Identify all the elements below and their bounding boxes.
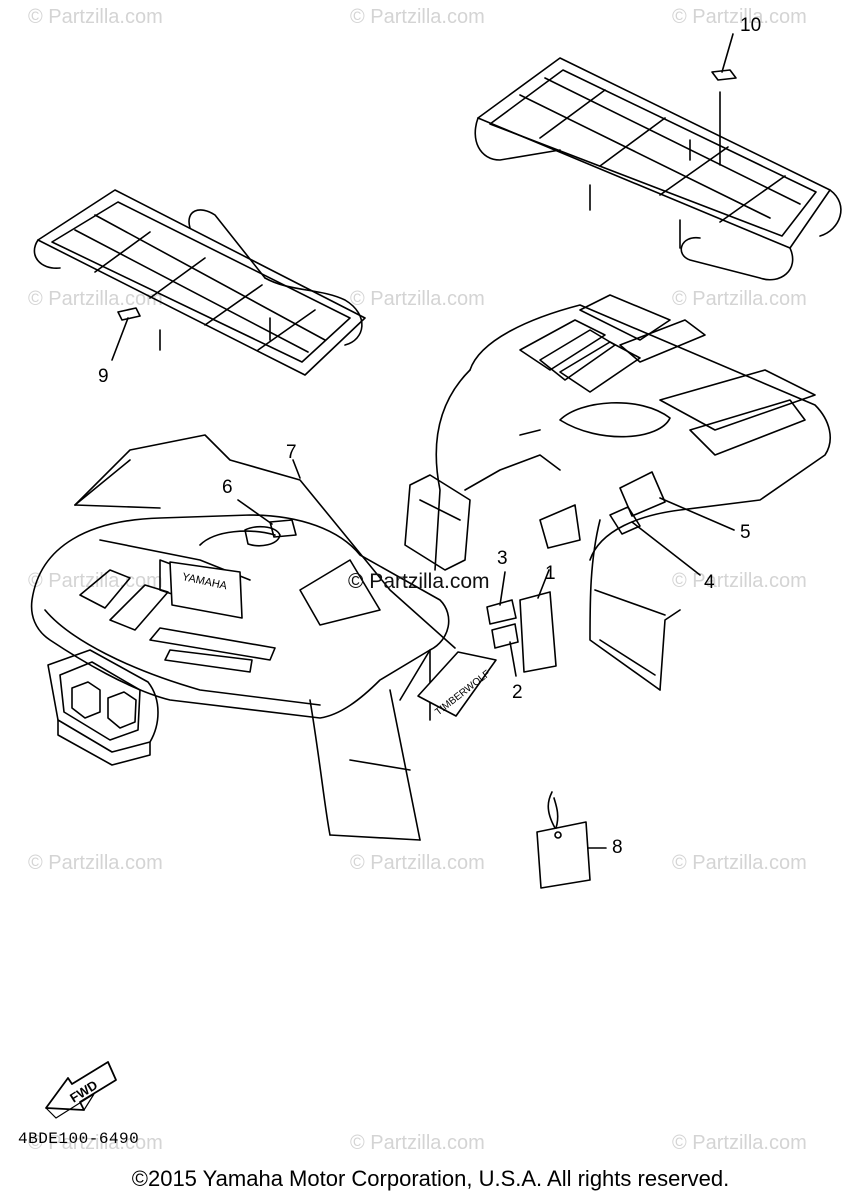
part-8-tag — [536, 791, 591, 889]
leader-line — [499, 571, 506, 606]
watermark: © Partzilla.com — [28, 1132, 163, 1154]
watermark: © Partzilla.com — [28, 852, 163, 874]
callout-2: 2 — [512, 682, 523, 703]
watermark: © Partzilla.com — [28, 570, 163, 592]
part-10-label — [711, 69, 737, 81]
part-9-label — [117, 307, 141, 321]
callout-9: 9 — [98, 366, 109, 387]
part-7-decal — [74, 434, 456, 649]
fwd-arrow-icon: FWD — [45, 1061, 117, 1119]
callout-3: 3 — [497, 548, 508, 569]
callout-1: 1 — [545, 563, 556, 584]
callout-4: 4 — [704, 572, 715, 593]
center-watermark: © Partzilla.com — [348, 570, 490, 593]
watermark: © Partzilla.com — [28, 6, 163, 28]
leader-line — [509, 641, 517, 677]
leader-line — [631, 521, 701, 576]
callout-6: 6 — [222, 477, 233, 498]
fender-brand-panel — [169, 561, 243, 619]
watermark: © Partzilla.com — [672, 852, 807, 874]
front-fender — [30, 514, 450, 841]
watermark: © Partzilla.com — [672, 288, 807, 310]
watermark: © Partzilla.com — [672, 1132, 807, 1154]
callout-5: 5 — [740, 522, 751, 543]
leader-line — [237, 499, 273, 525]
side-decal-timberwolf — [417, 651, 497, 717]
callout-7: 7 — [286, 442, 297, 463]
watermark: © Partzilla.com — [672, 6, 807, 28]
leader-line — [659, 497, 735, 531]
watermark: © Partzilla.com — [350, 852, 485, 874]
leader-line — [721, 33, 734, 73]
callout-10: 10 — [740, 15, 762, 36]
part-4-label — [609, 506, 641, 535]
leader-line — [292, 459, 301, 479]
watermark: © Partzilla.com — [672, 570, 807, 592]
part-6-label — [269, 519, 297, 538]
headlight-pod — [47, 649, 159, 766]
watermark: © Partzilla.com — [350, 1132, 485, 1154]
watermark: © Partzilla.com — [350, 6, 485, 28]
watermark: © Partzilla.com — [350, 288, 485, 310]
part-code: 4BDE100-6490 — [18, 1130, 140, 1148]
front-carrier-rack — [33, 189, 366, 376]
leader-line — [111, 317, 129, 361]
part-3-label — [486, 599, 517, 625]
rear-carrier-rack — [474, 57, 842, 281]
leader-line — [537, 569, 550, 599]
part-1-label — [519, 591, 557, 673]
copyright-notice: ©2015 Yamaha Motor Corporation, U.S.A. A… — [131, 1166, 730, 1191]
part-5-label — [619, 471, 666, 517]
rear-fender — [404, 294, 831, 691]
callout-8: 8 — [612, 837, 623, 858]
watermark: © Partzilla.com — [28, 288, 163, 310]
part-2-label — [491, 623, 519, 649]
